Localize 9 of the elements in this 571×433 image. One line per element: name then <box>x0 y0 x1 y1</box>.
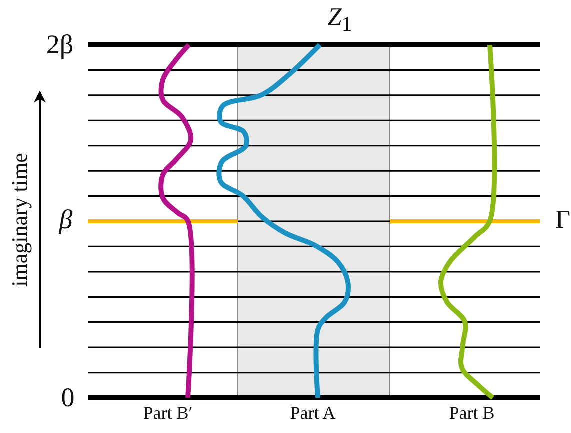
region-label: Part B′ <box>143 404 193 422</box>
axis-tick-label: 2β <box>46 32 74 58</box>
axis-tick-label: 0 <box>61 384 75 412</box>
region-label: Part A <box>290 404 336 422</box>
operator-label: Z$_{1}$ <box>328 5 352 35</box>
axis-tick-label: β <box>59 206 73 234</box>
region-label: Part B <box>449 404 495 422</box>
axis-label: imaginary time <box>9 153 31 287</box>
boundary-label: Γ <box>555 207 571 233</box>
